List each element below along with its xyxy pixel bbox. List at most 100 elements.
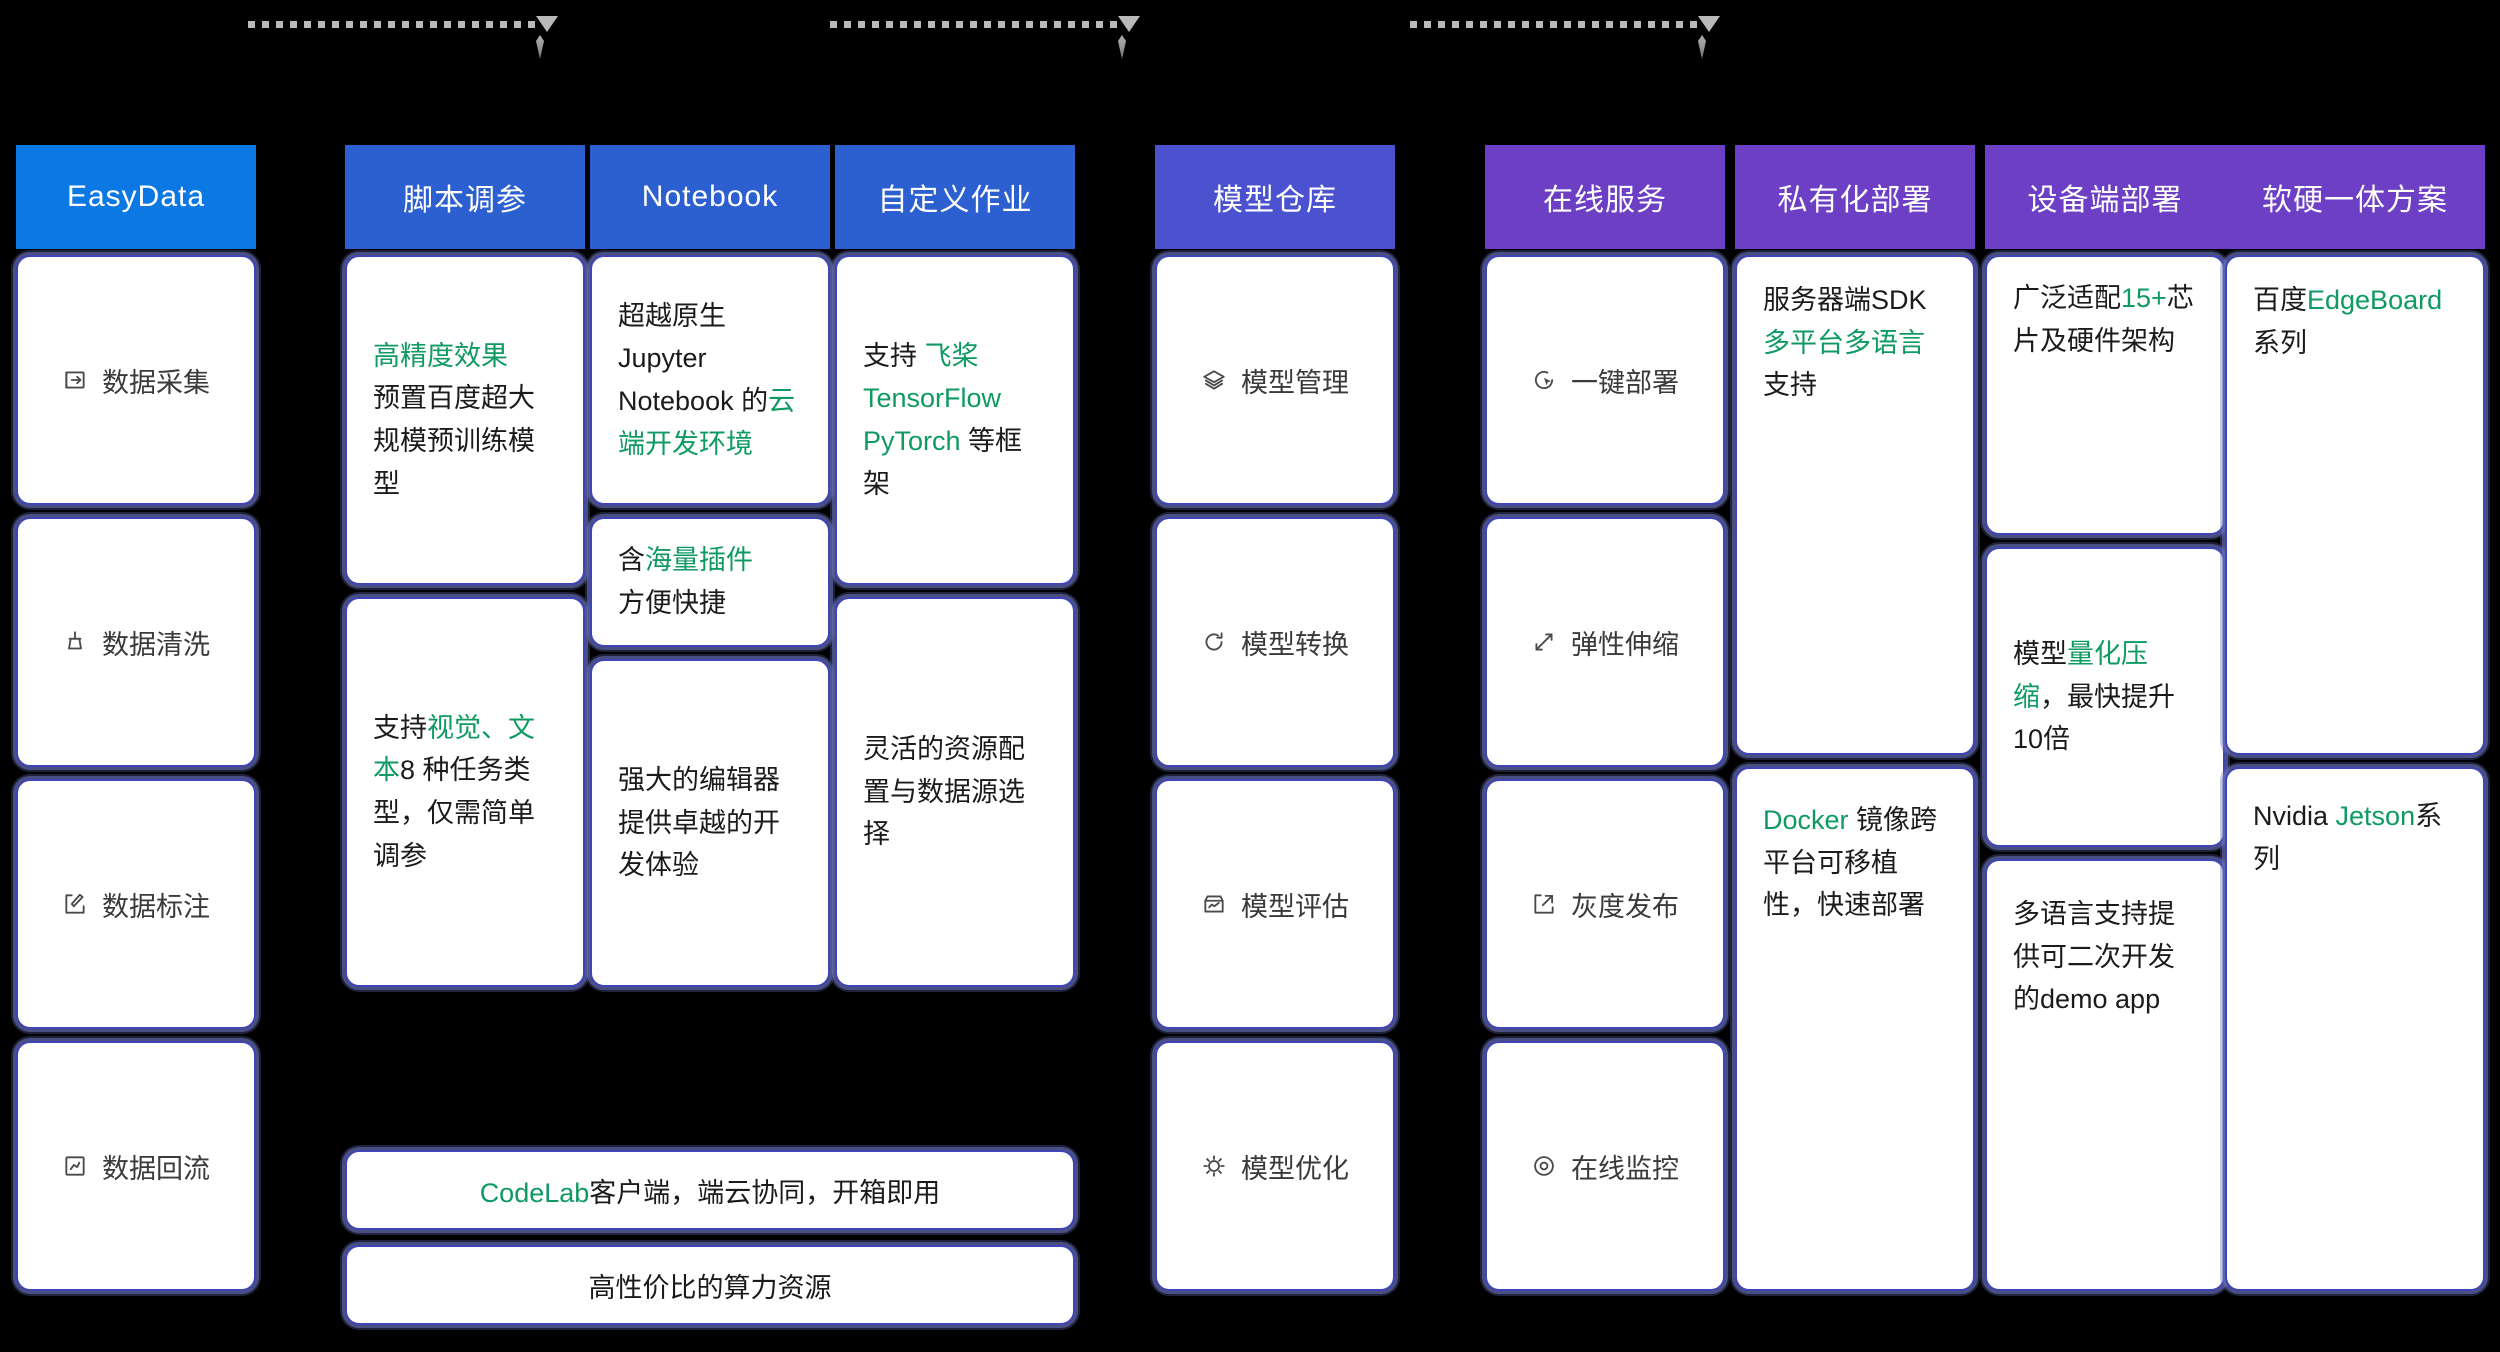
- text-seg: 方便快捷: [618, 588, 726, 618]
- text-seg: 镜像跨平台可移植性，快速部署: [1763, 805, 1938, 921]
- column-online-service: 在线服务 一键部署 弹性伸: [1485, 145, 1725, 1291]
- gray-release-icon: [1534, 894, 1554, 914]
- monitor-circle-icon: [1534, 1156, 1554, 1176]
- header-notebook: Notebook: [590, 145, 830, 249]
- arrow-line: [830, 20, 1119, 28]
- card-text: 支持视觉、文本8 种任务类型，仅需简单调参: [347, 707, 583, 878]
- card-model-convert[interactable]: 模型转换: [1155, 517, 1395, 767]
- text-seg: 芯片及硬件架构: [2013, 283, 2194, 356]
- card-task-types[interactable]: 支持视觉、文本8 种任务类型，仅需简单调参: [345, 597, 585, 987]
- text-seg: 支持: [1763, 370, 1817, 401]
- card-text: 高精度效果 预置百度超大规模预训练模型: [347, 335, 583, 506]
- codelab-bar[interactable]: CodeLab客户端，端云协同，开箱即用: [345, 1150, 1075, 1230]
- column-private-deploy: 私有化部署 服务器端SDK 多平台多语言支持 Docker 镜像跨平台可移植性，…: [1735, 145, 1975, 1291]
- card-jetson[interactable]: Nvidia Jetson系列: [2225, 767, 2485, 1291]
- card-frameworks[interactable]: 支持 飞桨 TensorFlow PyTorch 等框架: [835, 255, 1075, 585]
- arrow-model-to-deploy: [1410, 16, 1720, 59]
- text-seg: ，最快提升10倍: [2013, 681, 2175, 755]
- header-custom-job: 自定义作业: [835, 145, 1075, 249]
- text-seg: 预置百度超大规模预训练模型: [373, 383, 535, 499]
- card-docker-image[interactable]: Docker 镜像跨平台可移植性，快速部署: [1735, 767, 1975, 1291]
- text-seg: 支持: [863, 340, 925, 371]
- text-seg: 高性价比的算力资源: [588, 1272, 832, 1303]
- text-seg: 含: [618, 545, 645, 576]
- text-seg-green: 高精度效果: [373, 340, 508, 371]
- arrow-tail-diamond: [1698, 35, 1706, 59]
- header-script-tuning: 脚本调参: [345, 145, 585, 249]
- text-seg-green: 视觉、文本: [373, 712, 535, 786]
- card-edgeboard[interactable]: 百度EdgeBoard系列: [2225, 255, 2485, 755]
- card-quantization[interactable]: 模型量化压缩，最快提升10倍: [1985, 547, 2225, 847]
- item-label: 模型优化: [1241, 1153, 1349, 1184]
- card-text: 强大的编辑器提供卓越的开发体验: [592, 759, 828, 887]
- item-label: 数据清洗: [102, 629, 210, 660]
- column-model-repo: 模型仓库 模型管理 模型转: [1155, 145, 1395, 1291]
- item-label: 模型转换: [1241, 629, 1349, 660]
- card-model-optimize[interactable]: 模型优化: [1155, 1041, 1395, 1291]
- text-seg: 广泛适配: [2013, 283, 2121, 313]
- arrow-tail-diamond: [1118, 35, 1126, 59]
- card-data-annotate[interactable]: 数据标注: [16, 779, 256, 1029]
- scale-arrows-icon: [1535, 633, 1553, 651]
- text-seg: 系列: [2253, 801, 2443, 874]
- card-model-manage[interactable]: 模型管理: [1155, 255, 1395, 505]
- header-device-deploy: 设备端部署: [1985, 145, 2225, 249]
- text-seg-green: 飞桨 TensorFlow PyTorch: [863, 340, 1002, 456]
- card-text: Nvidia Jetson系列: [2227, 769, 2483, 880]
- card-server-sdk[interactable]: 服务器端SDK 多平台多语言支持: [1735, 255, 1975, 755]
- refresh-icon: [1205, 632, 1223, 651]
- card-text: Docker 镜像跨平台可移植性，快速部署: [1737, 769, 1973, 927]
- item-label: 数据标注: [102, 891, 210, 922]
- text-seg: 百度: [2253, 285, 2307, 315]
- data-reflow-icon: [65, 1156, 85, 1176]
- card-high-precision[interactable]: 高精度效果 预置百度超大规模预训练模型: [345, 255, 585, 585]
- card-gray-release[interactable]: 灰度发布: [1485, 779, 1725, 1029]
- text-seg: 支持: [373, 712, 427, 743]
- card-data-clean[interactable]: 数据清洗: [16, 517, 256, 767]
- card-demo-app[interactable]: 多语言支持提供可二次开发的demo app: [1985, 859, 2225, 1291]
- card-model-eval[interactable]: 模型评估: [1155, 779, 1395, 1029]
- card-text: 服务器端SDK 多平台多语言支持: [1737, 257, 1973, 407]
- header-label: 设备端部署: [2027, 184, 2183, 217]
- header-label: 脚本调参: [403, 184, 527, 217]
- data-annotate-icon: [65, 893, 85, 914]
- card-text: 灵活的资源配置与数据源选择: [837, 728, 1073, 856]
- card-resource-config[interactable]: 灵活的资源配置与数据源选择: [835, 597, 1075, 987]
- card-plugins[interactable]: 含海量插件 方便快捷: [590, 517, 830, 647]
- card-one-click-deploy[interactable]: 一键部署: [1485, 255, 1725, 505]
- data-clean-icon: [68, 631, 82, 650]
- text-seg-green: 云端开发环境: [618, 386, 796, 459]
- item-label: 模型评估: [1241, 891, 1349, 922]
- card-text: 模型量化压缩，最快提升10倍: [1987, 633, 2223, 761]
- data-collect-icon: [65, 371, 85, 389]
- card-elastic-scaling[interactable]: 弹性伸缩: [1485, 517, 1725, 767]
- arrow-head: [1698, 16, 1720, 32]
- header-label: 软硬一体方案: [2262, 184, 2448, 217]
- card-data-collect[interactable]: 数据采集: [16, 255, 256, 505]
- card-cloud-env[interactable]: 超越原生 Jupyter Notebook 的云端开发环境: [590, 255, 830, 505]
- gear-icon: [1203, 1155, 1225, 1177]
- chart-box-icon: [1204, 895, 1224, 913]
- item-label: 模型管理: [1241, 367, 1349, 398]
- text-seg: 多语言支持提供可二次开发的demo app: [2013, 899, 2175, 1015]
- arrow-head: [536, 16, 558, 32]
- header-label: Notebook: [641, 180, 779, 213]
- text-seg-green: Docker: [1763, 805, 1849, 835]
- column-custom-job: 自定义作业 支持 飞桨 TensorFlow PyTorch 等框架 灵活的资源…: [835, 145, 1075, 987]
- card-online-monitor[interactable]: 在线监控: [1485, 1041, 1725, 1291]
- compute-bar[interactable]: 高性价比的算力资源: [345, 1245, 1075, 1325]
- header-online-service: 在线服务: [1485, 145, 1725, 249]
- text-seg: 模型: [2013, 639, 2067, 670]
- arrow-train-to-model: [830, 16, 1140, 59]
- arrow-line: [248, 20, 537, 28]
- arrow-line: [1410, 20, 1699, 28]
- item-label: 一键部署: [1571, 367, 1679, 398]
- card-editor[interactable]: 强大的编辑器提供卓越的开发体验: [590, 659, 830, 987]
- bar-text: CodeLab客户端，端云协同，开箱即用: [480, 1171, 941, 1210]
- card-data-reflow[interactable]: 数据回流: [16, 1041, 256, 1291]
- text-seg-green: Jetson: [2335, 801, 2416, 831]
- text-seg-green: 海量插件: [645, 545, 753, 576]
- text-seg: 服务器端SDK: [1763, 285, 1927, 315]
- card-text: 百度EdgeBoard系列: [2227, 257, 2483, 364]
- card-chip-adaptation[interactable]: 广泛适配15+芯片及硬件架构: [1985, 255, 2225, 535]
